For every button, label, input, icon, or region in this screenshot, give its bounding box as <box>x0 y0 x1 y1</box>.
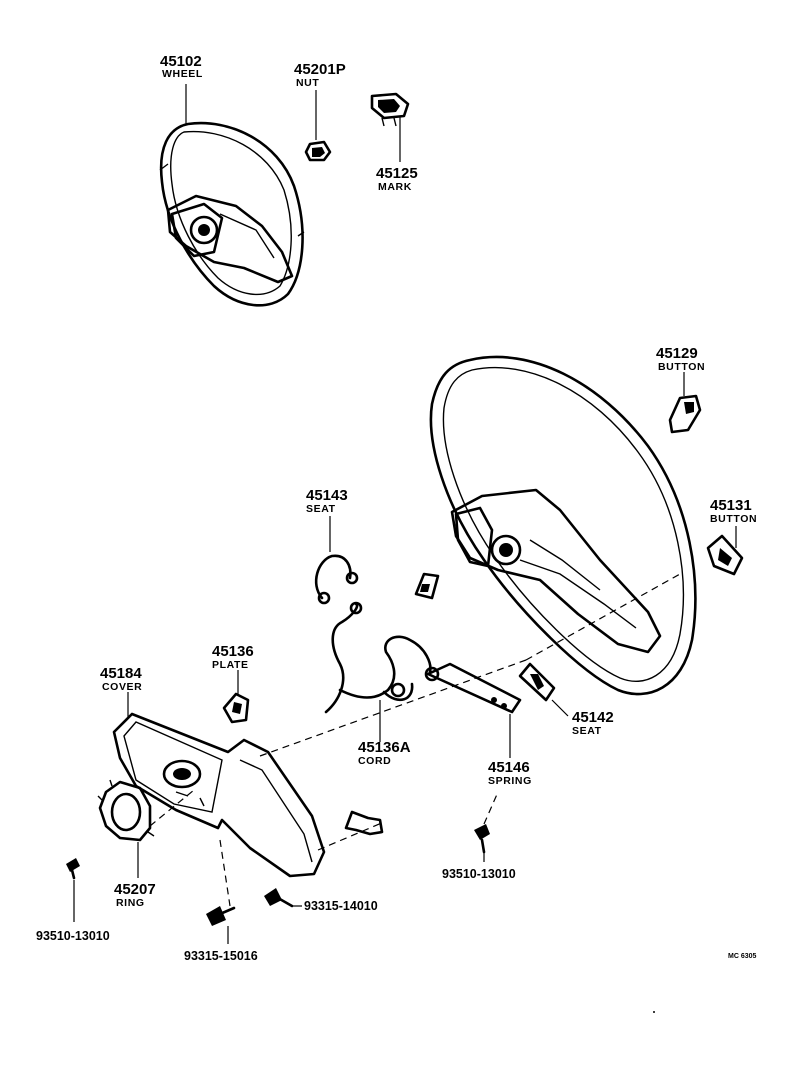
part-name-button-45129: BUTTON <box>658 361 705 373</box>
drawing-code: MC 6305 <box>728 953 757 960</box>
screw-15016-code: 93315-15016 <box>184 949 258 963</box>
part-name-ring: RING <box>116 897 145 909</box>
part-number-45143: 45143 <box>306 487 348 504</box>
part-number-45184: 45184 <box>100 665 142 682</box>
seat-45143-illustration <box>314 554 359 605</box>
screw-right-code: 93510-13010 <box>442 867 516 881</box>
spring-illustration <box>426 662 522 714</box>
cord-illustration <box>324 601 440 714</box>
screw-15016-illustration <box>206 906 236 926</box>
part-number-45201p: 45201P <box>294 61 346 78</box>
mark-emblem-illustration <box>370 92 410 127</box>
ring-illustration <box>97 779 155 842</box>
button-45131-illustration <box>706 534 744 576</box>
part-number-45102: 45102 <box>160 53 202 70</box>
large-wheel-illustration <box>429 355 697 696</box>
part-number-45136a: 45136A <box>358 739 411 756</box>
assembly-dashed-lines <box>149 573 681 907</box>
screw-right-illustration <box>474 824 490 854</box>
seat-45142-leader <box>551 699 569 717</box>
speck-dot <box>653 1011 655 1013</box>
part-name-cover: COVER <box>102 681 142 693</box>
part-name-seat-45143: SEAT <box>306 503 336 515</box>
part-name-wheel: WHEEL <box>162 68 203 80</box>
screw-14010-code: 93315-14010 <box>304 899 378 913</box>
cover-illustration <box>112 712 326 878</box>
screw-left-illustration <box>66 858 80 880</box>
part-name-spring: SPRING <box>488 775 532 787</box>
screw-left-code: 93510-13010 <box>36 929 110 943</box>
bracket-illustration <box>344 810 384 836</box>
part-name-button-45131: BUTTON <box>710 513 757 525</box>
part-number-45129: 45129 <box>656 345 698 362</box>
part-number-45146: 45146 <box>488 759 530 776</box>
part-name-cord: CORD <box>358 755 391 767</box>
nut-illustration <box>304 140 332 162</box>
part-name-plate: PLATE <box>212 659 249 671</box>
part-number-45131: 45131 <box>710 497 752 514</box>
part-number-45125: 45125 <box>376 165 418 182</box>
plate-illustration <box>222 692 250 724</box>
button-45129-illustration <box>668 394 702 434</box>
seat-45142-illustration <box>518 662 556 702</box>
part-number-45142: 45142 <box>572 709 614 726</box>
clip-illustration <box>414 572 440 600</box>
part-number-45136: 45136 <box>212 643 254 660</box>
part-name-nut: NUT <box>296 77 319 89</box>
wheel-illustration <box>159 121 305 307</box>
screw-14010-illustration <box>264 888 294 908</box>
part-number-45207: 45207 <box>114 881 156 898</box>
part-name-mark: MARK <box>378 181 412 193</box>
part-name-seat-45142: SEAT <box>572 725 602 737</box>
